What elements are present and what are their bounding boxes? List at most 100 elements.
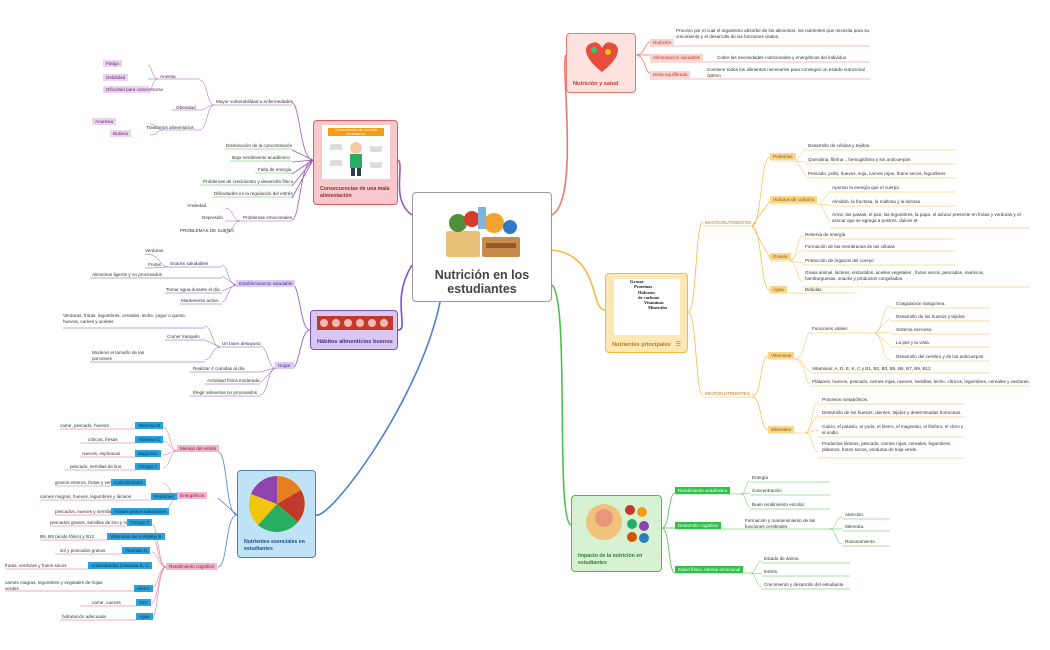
min-item: Productos lácteos, pescado, carnes rojas… — [822, 441, 952, 452]
tomar-agua: Tomar agua durante el día — [166, 287, 220, 292]
food-item: carnes magras, huevos, legumbres y lácte… — [40, 494, 132, 499]
topic-impacto[interactable]: Impacto de la nutrición en estudiantes — [571, 495, 662, 572]
tag-establecimiento[interactable]: Establecimiento saludable — [236, 280, 296, 287]
nutrient-tag[interactable]: Omega 3 — [127, 519, 152, 526]
nutrient-tag[interactable]: Omega 3 — [135, 463, 160, 470]
mantenerse-activo: Mantenerse activo — [181, 298, 219, 303]
anemia-item[interactable]: Fatiga — [103, 60, 122, 67]
cog-sub: Formación y mantenimiento de las funcion… — [745, 518, 816, 529]
func-item: Coagulación sanguínea. — [896, 301, 946, 306]
food-item: pescados, nueces y semillas — [55, 509, 114, 514]
snacks-label: Snacks saludables — [170, 261, 209, 266]
food-item: carne, nueces — [92, 600, 121, 605]
micronutrientes-label[interactable]: MICRONUTRIENTES ⌄ — [705, 391, 755, 396]
cog-item: Atención. — [845, 512, 865, 517]
gra-item: Reserva de energía — [805, 232, 846, 237]
img-word-proteinas: Proteínas — [634, 284, 653, 290]
tag-rendimiento-cognitivo[interactable]: Rendimiento cognitivo — [166, 563, 218, 570]
trastorno-item[interactable]: Anorexia — [92, 118, 117, 125]
topic-esenciales[interactable]: Nutrientes esenciales en estudiantes — [237, 470, 316, 558]
nutrient-tag[interactable]: Antioxidantes (vitamina E, C — [88, 562, 152, 569]
salud-item: Crecimiento y desarrollo del estudiante. — [764, 582, 845, 587]
func-item: Desarrollo del cerebro y de los anticuer… — [896, 354, 984, 359]
nutrient-tag[interactable]: Ácidos grasos saludables — [111, 508, 170, 515]
food-item: pescados grasos, semillas de lino y nuec… — [50, 520, 139, 525]
tag-nutricion[interactable]: Nutrición — [650, 39, 675, 46]
nutrient-tag[interactable]: Carbohidratos — [111, 479, 146, 486]
macronutrientes-label[interactable]: MACRONUTRIENTES ⌄ — [705, 220, 757, 225]
tag-dieta-equilibrada[interactable]: Dieta equilibrada — [650, 71, 691, 78]
topic-nutricion-salud[interactable]: Nutrición y salud — [566, 33, 636, 93]
topic-consecuencias[interactable]: Consecuencias de una mala alimentación C… — [313, 120, 398, 205]
nutricion-definition: Proceso por el cual el organismo absorbe… — [676, 28, 870, 39]
img-word-vitaminas: Vitaminas — [644, 300, 664, 306]
nutrients-image: Grasas Proteínas Hidratos de carbono Vit… — [614, 279, 680, 335]
nutrient-tag[interactable]: Vitamina D — [122, 547, 151, 554]
topic-title: Nutrientes esenciales en estudiantes — [244, 539, 305, 552]
notes-icon[interactable]: ☰ — [675, 342, 681, 348]
tag-hogar[interactable]: Hogar — [275, 362, 294, 369]
nutrient-tag[interactable]: Hierro — [134, 585, 153, 592]
nutrient-tag[interactable]: Agua — [136, 613, 153, 620]
food-item: carne, pescado, huevos — [60, 423, 109, 428]
tag-minerales[interactable]: Minerales — [768, 426, 794, 433]
nutrient-tag[interactable]: Proteínas — [151, 493, 177, 500]
nutrient-tag[interactable]: Zinc — [136, 599, 151, 606]
tag-salud-fisica[interactable]: Salud física, mental emocional — [675, 566, 744, 573]
comer-tranquilo: Comer tranquilo — [167, 334, 200, 339]
trastorno-item[interactable]: Bulimia — [110, 130, 132, 137]
tag-desarrollo-cognitivo[interactable]: Desarrollo cognitivo — [675, 522, 722, 529]
effect-item: Falta de energía — [258, 167, 292, 172]
topic-title: Nutrición y salud — [573, 80, 619, 87]
vulnerabilidad: Mayor vulnerabilidad a enfermedades — [216, 99, 293, 104]
anemia-item[interactable]: Dificultad para concentrarse — [103, 86, 163, 94]
topic-nutrientes[interactable]: Grasas Proteínas Hidratos de carbono Vit… — [605, 273, 688, 353]
img-word-hidratos: Hidratos de carbono — [638, 289, 660, 300]
hid-item: Arroz, las pastas, el pan, las legumbres… — [832, 212, 1021, 223]
prot-item: Desarrollo de células y tejidos. — [808, 143, 871, 148]
moderar-porciones: Moderar el tamaño de las porciones — [92, 350, 145, 361]
nutrient-tag[interactable]: Magnesio — [135, 450, 161, 457]
tag-manejo-estres[interactable]: Manejo del estrés — [177, 445, 220, 452]
food-item: frutas, verduras y frutos secos — [5, 563, 67, 568]
rend-item: Buen rendimiento escolar. — [752, 502, 806, 507]
center-title-2: estudiantes — [447, 282, 517, 296]
rend-item: Energía — [752, 475, 769, 480]
problemas-emocionales: Problemas emocionales — [243, 215, 293, 220]
tag-alimentacion-saludable[interactable]: Alimentación saludable — [650, 54, 704, 61]
dieta-definition: Contiene todos los alimentos necesarios … — [707, 67, 865, 78]
food-item: nueces, espinacas — [82, 451, 121, 456]
heart-food-icon — [586, 42, 618, 72]
food-item: cítricos, fresas — [88, 437, 118, 442]
topic-habitos[interactable]: Hábitos alimenticios buenos — [310, 310, 398, 350]
emo-item: PROBLEMAS DE SUEÑO — [180, 228, 234, 233]
nutrient-tag[interactable]: Vitamina C — [135, 436, 164, 443]
vit-list: Vitaminas: A, D, E, K, C y B1, B2, B3, B… — [812, 366, 931, 371]
obesidad: Obesidad — [176, 105, 196, 110]
nutrient-tag[interactable]: Vitamina B — [135, 422, 164, 429]
tag-hidratos[interactable]: Hidratos de carbono — [770, 196, 818, 203]
rend-item: Concentración — [752, 488, 782, 493]
habits-icons — [317, 316, 393, 330]
tag-vitaminas[interactable]: Vitaminas — [768, 352, 795, 359]
tag-proteinas[interactable]: Proteínas — [770, 153, 796, 160]
tag-energeticos[interactable]: Energéticos — [177, 492, 208, 499]
salud-item: Estrés. — [764, 569, 779, 574]
tag-rendimiento-academico[interactable]: Rendimiento académico — [675, 487, 731, 494]
func-item: Desarrollo de los huesos y tejidos. — [896, 314, 966, 319]
topic-title: Nutrientes principales — [612, 341, 671, 348]
nutrient-tag[interactable]: Vitaminas del complejo B — [107, 533, 165, 540]
center-title-1: Nutrición en los — [434, 268, 530, 282]
food-plate-icon — [248, 476, 305, 533]
prot-item: Queratina, fibrina ., hemoglobina y los … — [808, 157, 911, 162]
tag-grasas[interactable]: Grasas — [770, 253, 791, 260]
func-item: La piel y la vista. — [896, 340, 930, 345]
tag-agua[interactable]: Agua — [770, 286, 787, 293]
food-illustration — [446, 207, 520, 257]
anemia-label: Anemia — [160, 74, 176, 79]
snack-item: Frutas — [148, 262, 162, 267]
anemia-item[interactable]: Debilidad — [103, 74, 129, 81]
func-item: Sistema nervioso. — [896, 327, 933, 332]
